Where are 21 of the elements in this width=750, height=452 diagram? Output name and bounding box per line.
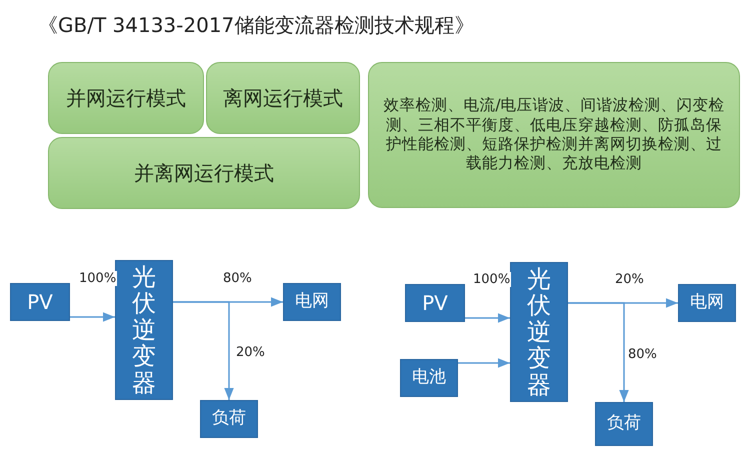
mode-box: 离网运行模式	[206, 62, 360, 134]
block-box: PV	[405, 284, 465, 322]
mode-box: 并离网运行模式	[48, 137, 360, 209]
edge-label: 100%	[78, 271, 118, 286]
arrow	[465, 313, 510, 323]
block-box: 光伏逆变器	[510, 262, 568, 402]
block-box: 电网	[678, 284, 736, 322]
block-box: 光伏逆变器	[115, 260, 173, 400]
block-box: PV	[10, 283, 70, 321]
block-box: 负荷	[200, 400, 258, 438]
block-box: 电网	[283, 283, 341, 321]
block-box: 电池	[400, 359, 458, 397]
arrow	[173, 301, 234, 400]
block-box: 负荷	[595, 402, 653, 446]
arrow	[568, 302, 629, 402]
test-list-box: 效率检测、电流/电压谐波、间谐波检测、闪变检测、三相不平衡度、低电压穿越检测、防孤岛保护性能检测、短路保护检测并离网切换检测、过载能力检测、充放电检测	[368, 62, 740, 208]
title: 《GB/T 34133-2017储能变流器检测技术规程》	[38, 12, 474, 39]
arrow	[70, 312, 115, 322]
mode-box: 并网运行模式	[48, 62, 204, 134]
arrow	[458, 358, 510, 368]
edge-label: 100%	[472, 272, 512, 287]
